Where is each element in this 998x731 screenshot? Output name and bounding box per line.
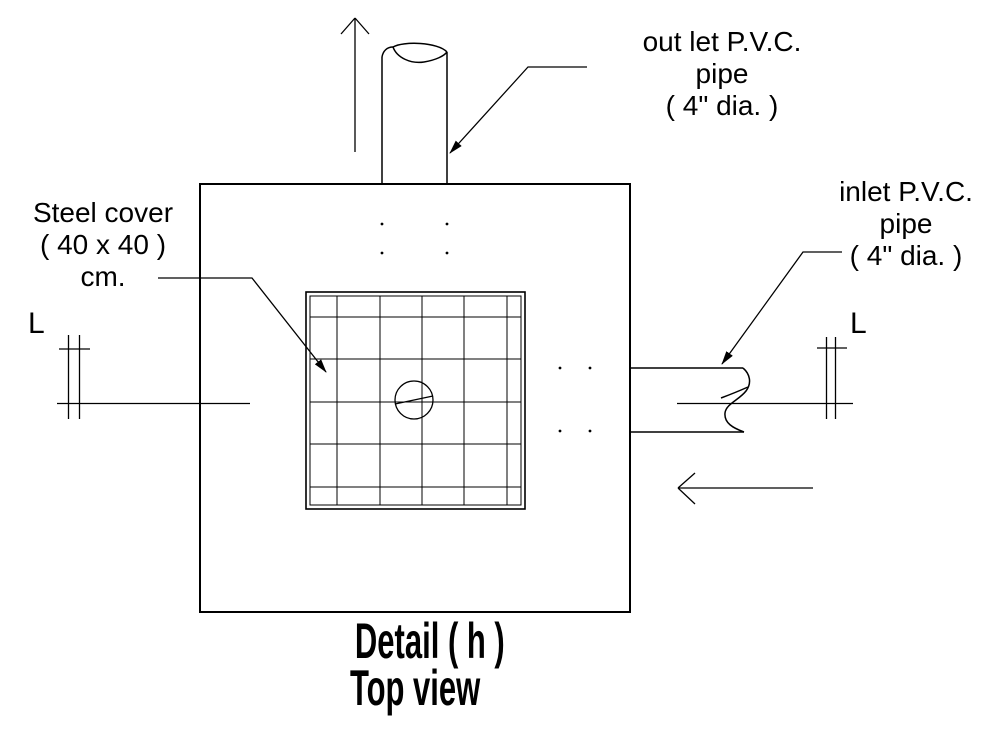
drawing-title: Detail ( h ) [215,616,645,666]
steel-cover-label-line3: cm. [80,261,126,292]
cover-handle-circle [394,380,434,420]
outlet-pipe-label-line3: ( 4" dia. ) [665,90,779,121]
section-marker-right-lines [677,337,853,419]
steel-cover-leader-line [158,277,327,373]
drawing-subtitle: Top view [200,663,630,713]
outlet-pipe-label: out let P.V.C. pipe ( 4" dia. ) [572,26,872,122]
inlet-leader-line [721,251,842,365]
tank-outline [199,183,631,613]
inlet-pipe-label-line2: pipe [879,208,933,239]
steel-cover-label-line2: ( 40 x 40 ) [39,229,167,260]
steel-cover-label: Steel cover ( 40 x 40 ) cm. [0,197,233,293]
inlet-pipe-label-line3: ( 4" dia. ) [849,240,963,271]
outlet-leader-line [449,66,587,154]
inlet-pipe-label-line1: inlet P.V.C. [839,176,973,207]
steel-cover-label-line1: Steel cover [32,197,174,228]
inlet-pipe [630,367,751,433]
section-letter-right: L [850,307,867,340]
outlet-pipe-label-line1: out let P.V.C. [642,26,802,57]
section-letter-left: L [28,307,45,340]
drawing-subtitle-text: Top view [349,660,481,716]
outlet-pipe [381,42,448,184]
steel-cover-grid [305,291,526,510]
outlet-flow-up-arrow-icon [340,17,370,152]
hidden-outlet-pipe-dots [380,222,449,255]
inlet-pipe-label: inlet P.V.C. pipe ( 4" dia. ) [756,176,998,272]
drawing-title-text: Detail ( h ) [355,613,505,669]
section-marker-left-lines [57,335,250,419]
inlet-flow-left-arrow-icon [677,472,813,505]
outlet-pipe-label-line2: pipe [695,58,749,89]
hidden-inlet-pipe-dots [558,366,592,433]
